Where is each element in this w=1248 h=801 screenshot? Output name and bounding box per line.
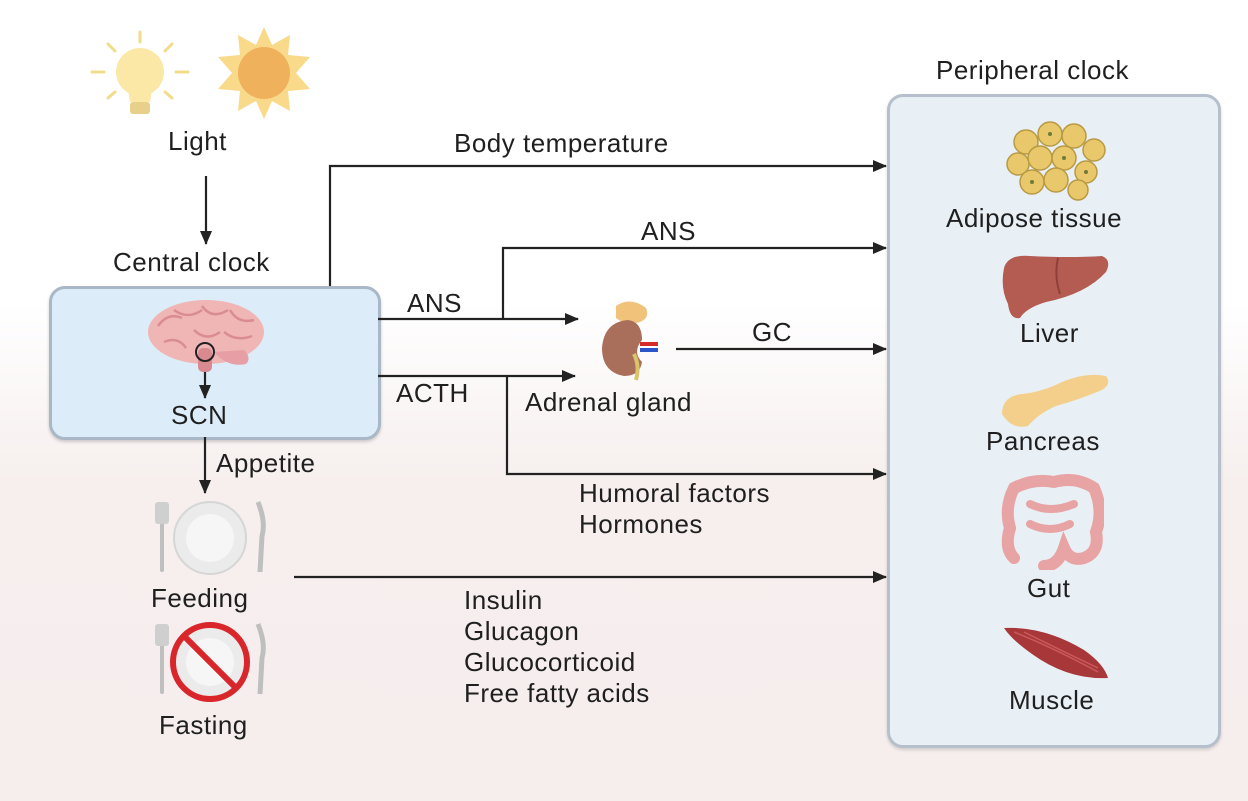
sun-icon (218, 27, 310, 119)
arrow-ans-upper (501, 242, 887, 319)
liver-icon (1002, 255, 1109, 319)
humoral-factors-label: Humoral factors (579, 478, 770, 508)
central-clock-title: Central clock (113, 247, 270, 277)
peripheral-clock-title: Peripheral clock (936, 55, 1129, 85)
signal-free-fatty-acids: Free fatty acids (464, 678, 650, 708)
organ-adipose-label: Adipose tissue (946, 203, 1123, 233)
light-bulb-icon (90, 30, 190, 114)
signal-glucagon: Glucagon (464, 616, 580, 646)
gc-label: GC (752, 317, 792, 347)
signal-insulin: Insulin (464, 585, 543, 615)
ans-lower-label: ANS (407, 288, 462, 318)
fasting-plate-icon (155, 622, 266, 702)
adipose-tissue-icon (1006, 121, 1106, 201)
hormones-label: Hormones (579, 509, 703, 539)
feeding-label: Feeding (151, 583, 249, 613)
adrenal-gland-icon (602, 301, 658, 381)
signal-glucocorticoid: Glucocorticoid (464, 647, 636, 677)
organ-pancreas-label: Pancreas (986, 426, 1100, 456)
arrow-humoral (505, 376, 887, 480)
light-label: Light (168, 126, 227, 156)
muscle-icon (1004, 627, 1108, 679)
fasting-label: Fasting (159, 710, 248, 740)
organ-gut-label: Gut (1027, 573, 1071, 603)
brain-icon (148, 300, 264, 372)
acth-label: ACTH (396, 378, 469, 408)
scn-label: SCN (171, 400, 228, 430)
ans-upper-label: ANS (641, 216, 696, 246)
organ-liver-label: Liver (1020, 318, 1079, 348)
organ-muscle-label: Muscle (1009, 685, 1095, 715)
arrow-body-temperature (328, 160, 887, 286)
appetite-label: Appetite (216, 448, 316, 478)
plate-icon (155, 501, 266, 575)
gut-icon (1001, 474, 1104, 570)
adrenal-gland-label: Adrenal gland (525, 387, 692, 417)
body-temperature-label: Body temperature (454, 128, 669, 158)
pancreas-icon (1002, 374, 1109, 427)
